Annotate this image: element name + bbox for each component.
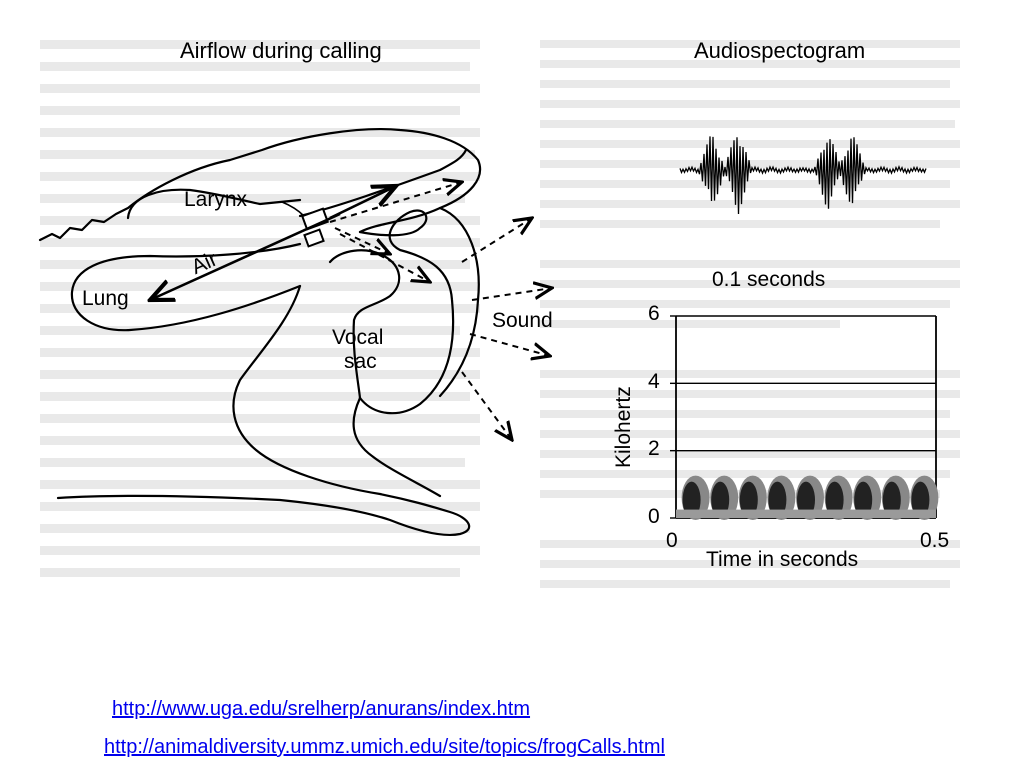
spectrogram-pulse-1 bbox=[681, 475, 710, 520]
spectrogram-pulses bbox=[676, 475, 939, 520]
spectrogram-pulse-core-9 bbox=[911, 481, 930, 518]
frog-arm-outline bbox=[352, 396, 442, 498]
vocal-sac-outline bbox=[328, 249, 401, 400]
animaldiversity-frogcalls-link[interactable]: http://animaldiversity.ummz.umich.edu/si… bbox=[104, 736, 665, 758]
sound-arrows bbox=[329, 182, 552, 440]
spectrogram-pulse-9 bbox=[910, 475, 939, 520]
sound-arrow-7 bbox=[461, 371, 512, 440]
sound-arrow-1 bbox=[329, 182, 462, 223]
sound-arrow-3 bbox=[339, 233, 430, 282]
larynx-label: Larynx bbox=[184, 188, 248, 211]
spectrogram-pulse-core-7 bbox=[854, 481, 873, 518]
air-arrow-to-lung bbox=[150, 212, 341, 300]
audiospectrogram-title: Audiospectogram bbox=[694, 38, 866, 63]
larynx-box-bottom bbox=[303, 228, 325, 248]
spectrogram-pulse-core-2 bbox=[711, 481, 730, 518]
sound-arrow-6 bbox=[469, 333, 550, 356]
spectrogram-grid bbox=[676, 315, 936, 452]
spectrogram-pulse-core-3 bbox=[739, 481, 758, 518]
spectrogram-pulse-core-1 bbox=[682, 481, 701, 518]
y-tick-label-6: 6 bbox=[648, 302, 660, 325]
waveform-time-scale-label: 0.1 seconds bbox=[712, 268, 826, 291]
y-tick-label-4: 4 bbox=[648, 370, 660, 393]
spectrogram-pulse-core-5 bbox=[797, 481, 815, 518]
x-tick-label-0-5: 0.5 bbox=[920, 529, 950, 552]
spectrogram-noise-floor bbox=[676, 509, 936, 518]
air-arrow-to-mouth bbox=[329, 186, 396, 220]
air-flow-arrows bbox=[150, 186, 396, 300]
spectrogram-pulse-7 bbox=[853, 475, 882, 520]
y-tick-label-2: 2 bbox=[648, 437, 660, 460]
background-text-ghost bbox=[40, 40, 960, 588]
spectrogram-pulse-5 bbox=[796, 475, 824, 520]
frog-head-outline bbox=[38, 128, 481, 242]
spectrogram-pulse-core-4 bbox=[768, 481, 787, 518]
spectrogram-ticks bbox=[670, 315, 676, 519]
frog-body-outline bbox=[56, 284, 471, 536]
airflow-title: Airflow during calling bbox=[180, 38, 382, 63]
spectrogram-pulse-core-6 bbox=[825, 481, 844, 518]
larynx-structure bbox=[300, 207, 330, 248]
uga-anurans-link[interactable]: http://www.uga.edu/srelherp/anurans/inde… bbox=[112, 698, 531, 720]
frog-throat-outline bbox=[358, 209, 455, 415]
vocal-sac-label-line1: Vocal bbox=[332, 326, 384, 349]
vocal-sac-label-line2: sac bbox=[344, 350, 377, 373]
frog-outline bbox=[38, 128, 481, 536]
sound-label: Sound bbox=[492, 309, 553, 332]
larynx-pointer-line bbox=[281, 201, 305, 217]
spectrogram-pulse-3 bbox=[738, 475, 767, 520]
sound-arrow-5 bbox=[471, 288, 552, 301]
frog-eye-outline bbox=[126, 188, 302, 220]
spectrogram-pulse-8 bbox=[881, 475, 910, 520]
spectrogram-pulse-2 bbox=[710, 475, 739, 520]
x-tick-label-0: 0 bbox=[666, 529, 678, 552]
sound-arrow-4 bbox=[461, 218, 532, 263]
frog-jaw-outline bbox=[298, 148, 468, 218]
frog-call-diagram bbox=[38, 128, 939, 536]
lung-outline bbox=[70, 242, 302, 332]
y-tick-label-0: 0 bbox=[648, 505, 660, 528]
lung-label: Lung bbox=[82, 287, 129, 310]
spectrogram-pulse-core-8 bbox=[882, 481, 901, 518]
call-waveform bbox=[679, 136, 927, 215]
spectrogram-pulse-4 bbox=[767, 475, 796, 520]
spectrogram-y-axis-label: Kilohertz bbox=[612, 386, 635, 468]
spectrogram-x-axis-label: Time in seconds bbox=[706, 548, 859, 571]
spectrogram-pulse-6 bbox=[824, 475, 853, 520]
